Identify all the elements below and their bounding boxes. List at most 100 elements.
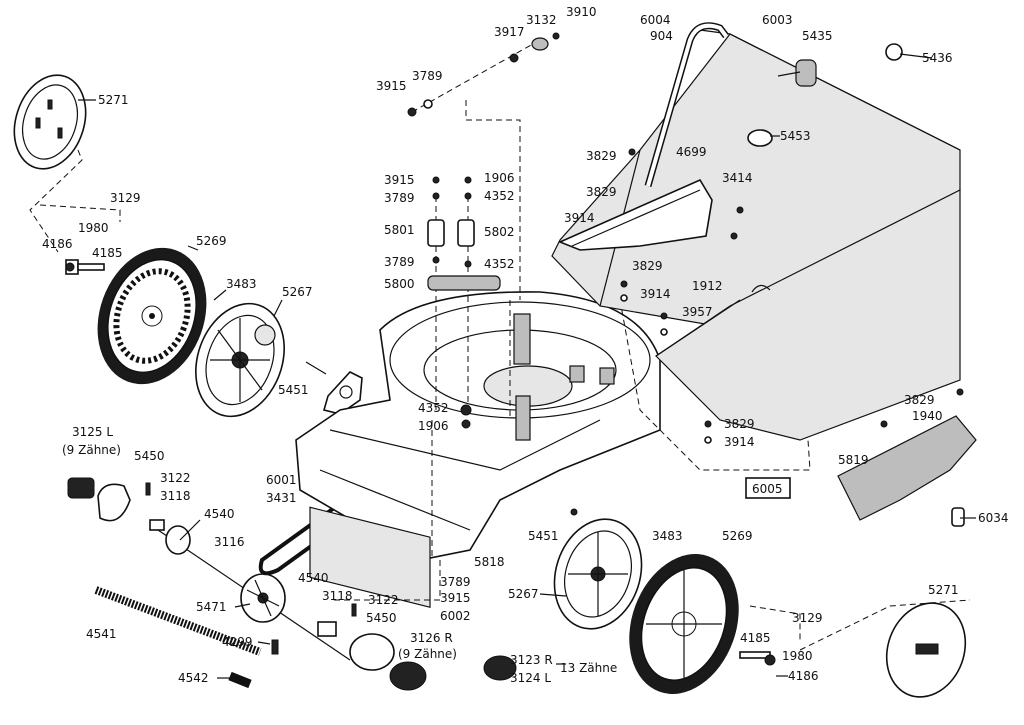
grass-bag — [551, 29, 961, 331]
label-1906-a: 1906 — [484, 171, 515, 185]
label-5271-right: 5271 — [928, 583, 959, 597]
label-6034: 6034 — [978, 511, 1009, 525]
label-13-zaehne: 13 Zähne — [560, 661, 617, 675]
label-3789-mid: 3789 — [384, 191, 415, 205]
label-5453: 5453 — [780, 129, 811, 143]
label-4699: 4699 — [676, 145, 707, 159]
label-5436: 5436 — [922, 51, 953, 65]
label-3122-right: 3122 — [368, 593, 399, 607]
label-5801: 5801 — [384, 223, 415, 237]
clip-left-5450 — [97, 482, 151, 522]
label-3132: 3132 — [526, 13, 557, 27]
label-4352-b: 4352 — [484, 257, 515, 271]
label-4186-left: 4186 — [42, 237, 73, 251]
label-3789-bottom: 3789 — [440, 575, 471, 589]
label-4540-left: 4540 — [204, 507, 235, 521]
label-3116: 3116 — [214, 535, 245, 549]
label-6001: 6001 — [266, 473, 297, 487]
label-5450-right: 5450 — [366, 611, 397, 625]
threaded-rod-4541 — [94, 586, 262, 689]
knob-5435 — [747, 43, 903, 147]
label-3829-a: 3829 — [586, 149, 617, 163]
axle-bolt-right — [739, 605, 801, 666]
label-5819: 5819 — [838, 453, 869, 467]
wheel-hub-plate-left — [195, 302, 285, 418]
label-5802: 5802 — [484, 225, 515, 239]
part-labels: 5271 3129 1980 4186 4185 5269 3483 5267 … — [42, 5, 1009, 685]
label-5269-left: 5269 — [196, 234, 227, 248]
label-4186-right: 4186 — [788, 669, 819, 683]
label-3829-c: 3829 — [632, 259, 663, 273]
label-3125l: 3125 L — [72, 425, 113, 439]
dashed-bracket-left-axle — [29, 149, 121, 253]
label-5435: 5435 — [802, 29, 833, 43]
wheel-left — [97, 247, 207, 385]
label-3829-d: 3829 — [724, 417, 755, 431]
wheel-hub-plate-right — [553, 518, 643, 630]
label-3914-b: 3914 — [640, 287, 671, 301]
label-3414: 3414 — [722, 171, 753, 185]
label-5818: 5818 — [474, 555, 505, 569]
label-3789-low: 3789 — [384, 255, 415, 269]
label-1940: 1940 — [912, 409, 943, 423]
label-3917: 3917 — [494, 25, 525, 39]
label-9-zaehne-right: (9 Zähne) — [398, 647, 457, 661]
label-9-zaehne-left: (9 Zähne) — [62, 443, 121, 457]
label-5451-left: 5451 — [278, 383, 309, 397]
label-5450-left: 5450 — [134, 449, 165, 463]
rear-flap — [655, 189, 961, 441]
label-3483-right: 3483 — [652, 529, 683, 543]
bag-frame-4699 — [557, 148, 744, 251]
label-3123r: 3123 R — [510, 653, 553, 667]
label-3789-top: 3789 — [412, 69, 443, 83]
label-5267-right: 5267 — [508, 587, 539, 601]
label-3122-left: 3122 — [160, 471, 191, 485]
hubcap-left — [13, 74, 87, 170]
label-6004: 6004 — [640, 13, 671, 27]
height-adjuster-left — [305, 361, 363, 415]
label-1906-b: 1906 — [418, 419, 449, 433]
hubcap-right — [799, 599, 971, 698]
label-3915-bottom: 3915 — [440, 591, 471, 605]
label-3914-c: 3914 — [724, 435, 755, 449]
label-4352-c: 4352 — [418, 401, 449, 415]
bolt-stack-3917-3910 — [407, 32, 560, 117]
label-3915-mid: 3915 — [384, 173, 415, 187]
gear-left-3125 — [67, 477, 95, 499]
label-3910: 3910 — [566, 5, 597, 19]
washers-right — [570, 280, 712, 516]
label-3126r: 3126 R — [410, 631, 453, 645]
label-4542: 4542 — [178, 671, 209, 685]
label-3118-left: 3118 — [160, 489, 191, 503]
label-3124l: 3124 L — [510, 671, 551, 685]
label-6005: 6005 — [752, 482, 783, 496]
label-4185-left: 4185 — [92, 246, 123, 260]
label-3129-left: 3129 — [110, 191, 141, 205]
label-904: 904 — [650, 29, 673, 43]
label-5269-right: 5269 — [722, 529, 753, 543]
label-5271-left: 5271 — [98, 93, 129, 107]
label-5267-left: 5267 — [282, 285, 313, 299]
handle-tube — [644, 22, 729, 187]
label-1980-right: 1980 — [782, 649, 813, 663]
box-6005 — [745, 477, 791, 499]
label-1980-left: 1980 — [78, 221, 109, 235]
label-4352-a: 4352 — [484, 189, 515, 203]
label-4299: 4299 — [222, 635, 253, 649]
label-5471: 5471 — [196, 600, 227, 614]
label-1912: 1912 — [692, 279, 723, 293]
label-5800: 5800 — [384, 277, 415, 291]
label-3915-top: 3915 — [376, 79, 407, 93]
label-3118-right: 3118 — [322, 589, 353, 603]
label-3829-b: 3829 — [586, 185, 617, 199]
mower-deck — [295, 291, 661, 608]
label-3914-a: 3914 — [564, 211, 595, 225]
label-3431: 3431 — [266, 491, 297, 505]
label-6003: 6003 — [762, 13, 793, 27]
pivot-block-5800 — [427, 176, 501, 429]
axle-bolt-left — [65, 259, 105, 275]
label-5451-right: 5451 — [528, 529, 559, 543]
label-3957: 3957 — [682, 305, 713, 319]
